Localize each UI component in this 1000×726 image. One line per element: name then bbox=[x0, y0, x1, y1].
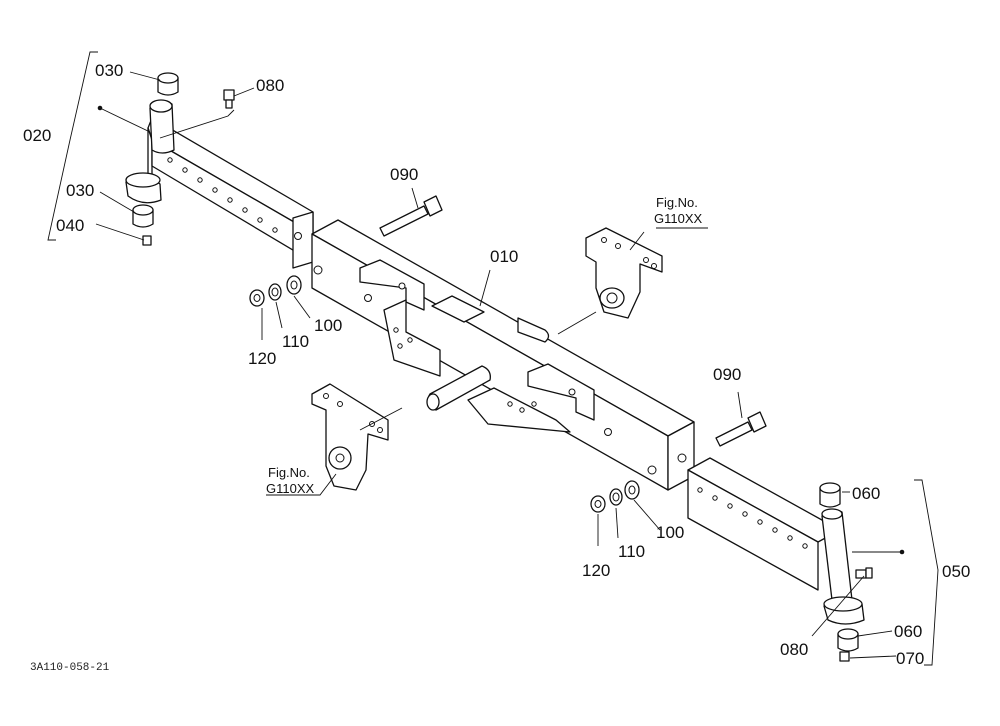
washer-110-right bbox=[609, 488, 623, 506]
bracket-020 bbox=[47, 51, 98, 241]
washer-110-left bbox=[268, 283, 282, 301]
label-120-right: 120 bbox=[582, 561, 610, 580]
label-090-left: 090 bbox=[390, 165, 418, 184]
label-060-bottom: 060 bbox=[894, 622, 922, 641]
right-king-pin bbox=[821, 508, 865, 625]
front-axle-beam bbox=[311, 219, 695, 491]
bushing-030-mid bbox=[132, 204, 154, 228]
bushing-030-top bbox=[157, 72, 179, 96]
label-030-top: 030 bbox=[95, 61, 123, 80]
bolt-090-left bbox=[379, 195, 443, 237]
label-070: 070 bbox=[896, 649, 924, 668]
nut-120-left bbox=[249, 289, 265, 307]
label-060-top: 060 bbox=[852, 484, 880, 503]
rear-axle-support-bracket bbox=[585, 227, 663, 319]
label-050: 050 bbox=[942, 562, 970, 581]
nut-120-right bbox=[590, 495, 606, 513]
collar-100-left bbox=[286, 275, 302, 295]
fig-ref-lower-title: Fig.No. bbox=[268, 465, 310, 480]
collar-100-right bbox=[624, 480, 640, 500]
bracket-050 bbox=[914, 479, 939, 666]
bushing-060-top bbox=[819, 482, 841, 508]
fig-ref-lower-code: G110XX bbox=[266, 481, 315, 496]
left-king-pin bbox=[125, 99, 175, 204]
label-110-left: 110 bbox=[282, 332, 309, 351]
label-030-mid: 030 bbox=[66, 181, 94, 200]
grease-nipple-070 bbox=[839, 651, 850, 662]
leader-lines bbox=[95, 71, 900, 659]
front-axle-support-bracket bbox=[311, 383, 389, 491]
label-020: 020 bbox=[23, 126, 51, 145]
label-120-left: 120 bbox=[248, 349, 276, 368]
grease-nipple-080-top bbox=[223, 89, 235, 109]
right-extension-arm bbox=[687, 457, 841, 591]
label-080-top: 080 bbox=[256, 76, 284, 95]
bushing-060-bottom bbox=[837, 628, 859, 652]
fig-ref-upper-title: Fig.No. bbox=[656, 195, 698, 210]
bolt-090-right bbox=[715, 411, 767, 447]
label-100-left: 100 bbox=[314, 316, 342, 335]
label-100-right: 100 bbox=[656, 523, 684, 542]
leader-dot-050 bbox=[899, 549, 905, 555]
fig-ref-upper-code: G110XX bbox=[654, 211, 703, 226]
label-080-bottom: 080 bbox=[780, 640, 808, 659]
label-040: 040 bbox=[56, 216, 84, 235]
leader-dot-020 bbox=[97, 105, 103, 111]
grease-nipple-040 bbox=[142, 235, 152, 246]
label-010: 010 bbox=[490, 247, 518, 266]
drawing-code: 3A110-058-21 bbox=[30, 662, 110, 674]
grease-nipple-080-bottom bbox=[855, 567, 873, 579]
label-110-right: 110 bbox=[618, 542, 645, 561]
label-090-right: 090 bbox=[713, 365, 741, 384]
